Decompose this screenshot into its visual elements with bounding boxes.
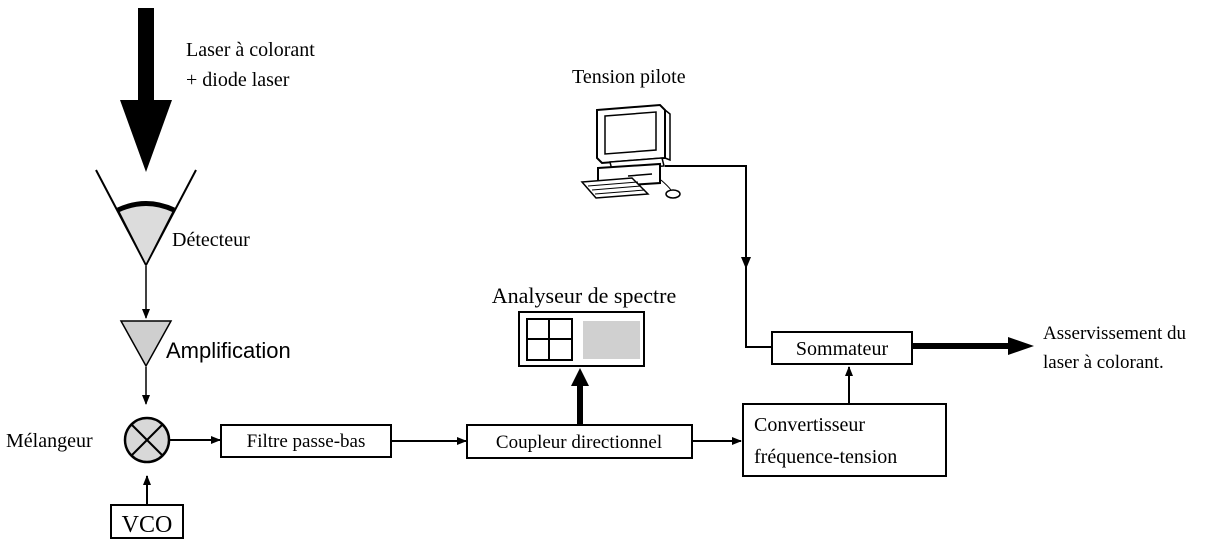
- detector-symbol: [95, 169, 197, 267]
- converter-box: [742, 403, 947, 477]
- output-label-line1: Asservissement du: [1043, 323, 1187, 344]
- amplifier-label: Amplification: [166, 338, 291, 363]
- spectrum-analyzer-device: [518, 311, 645, 367]
- summer-box: [771, 331, 913, 365]
- spectrum-label: Analyseur de spectre: [492, 283, 676, 308]
- amplifier-symbol: [119, 320, 173, 368]
- wire-arrowhead: [741, 257, 751, 269]
- arrow-coupler-to-analyzer: [571, 368, 589, 425]
- lowpass-label: Filtre passe-bas: [247, 431, 366, 452]
- source-label-line2: + diode laser: [186, 69, 290, 91]
- coupler-label: Coupleur directionnel: [496, 432, 662, 453]
- vco-label: VCO: [122, 512, 173, 538]
- coupler-box: [466, 424, 693, 459]
- vco-box: [110, 504, 184, 539]
- mixer-label: Mélangeur: [6, 430, 93, 452]
- computer-icon: [580, 103, 681, 199]
- detector-label: Détecteur: [172, 229, 250, 251]
- converter-label-line2: fréquence-tension: [754, 446, 897, 468]
- converter-label-line1: Convertisseur: [754, 414, 865, 436]
- arrow-summer-to-output: [912, 337, 1034, 355]
- computer-label: Tension pilote: [572, 66, 686, 88]
- laser-beam-arrow: [120, 8, 172, 172]
- wire-computer-to-summer: [665, 165, 771, 348]
- summer-label: Sommateur: [796, 338, 889, 360]
- output-label-line2: laser à colorant.: [1043, 352, 1164, 373]
- source-label-line1: Laser à colorant: [186, 39, 315, 61]
- mixer-symbol: [123, 416, 171, 464]
